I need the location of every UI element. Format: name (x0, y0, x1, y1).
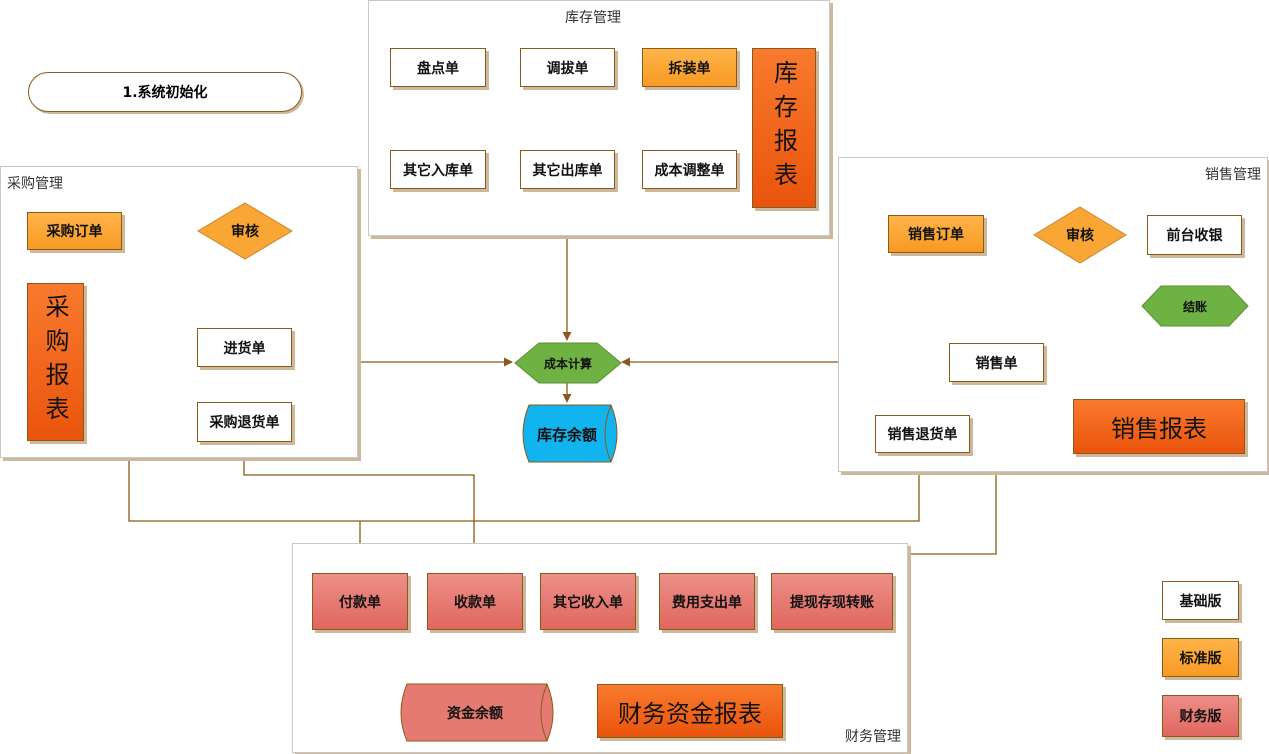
group-label-inventory: 库存管理 (565, 10, 621, 26)
node-pos-cashier[interactable]: 前台收银 (1147, 215, 1242, 255)
stock-balance-cylinder[interactable] (519, 404, 625, 464)
report-inventory[interactable]: 库存报表 (752, 48, 816, 208)
fund-balance-label: 资金余额 (447, 706, 503, 722)
checkout-label: 结账 (1182, 299, 1207, 314)
node-cost-adjust[interactable]: 成本调整单 (642, 150, 737, 189)
node-receipt[interactable]: 收款单 (427, 573, 523, 630)
node-other-income[interactable]: 其它收入单 (540, 573, 636, 630)
purchase-review-label: 审核 (231, 224, 259, 240)
sales-review-diamond[interactable] (1032, 206, 1128, 264)
node-purchase-return[interactable]: 采购退货单 (197, 402, 292, 442)
node-purchase-order[interactable]: 采购订单 (27, 212, 122, 250)
sales-review-label: 审核 (1066, 228, 1094, 244)
node-assembly[interactable]: 拆装单 (642, 48, 737, 87)
node-stocktake[interactable]: 盘点单 (390, 48, 486, 87)
node-sales-order[interactable]: 销售订单 (888, 215, 984, 253)
system-init-title[interactable]: 1.系统初始化 (28, 72, 302, 112)
checkout-hexagon[interactable] (1141, 285, 1249, 327)
node-payment[interactable]: 付款单 (312, 573, 408, 630)
legend-finance: 财务版 (1162, 695, 1239, 737)
cost-calc-label: 成本计算 (543, 356, 592, 371)
legend-standard: 标准版 (1162, 638, 1239, 677)
node-transfer[interactable]: 调拔单 (520, 48, 615, 87)
group-label-purchase: 采购管理 (7, 176, 63, 192)
node-other-out[interactable]: 其它出库单 (520, 150, 615, 189)
report-purchase[interactable]: 采购报表 (27, 283, 84, 441)
report-sales[interactable]: 销售报表 (1073, 399, 1245, 454)
cost-calc-hexagon[interactable] (514, 342, 622, 384)
group-label-sales: 销售管理 (1205, 167, 1261, 183)
purchase-review-diamond[interactable] (196, 202, 294, 260)
node-expense[interactable]: 费用支出单 (659, 573, 755, 630)
node-other-in[interactable]: 其它入库单 (390, 150, 486, 189)
node-sales-return[interactable]: 销售退货单 (875, 415, 970, 453)
group-label-finance: 财务管理 (845, 729, 901, 745)
report-finance[interactable]: 财务资金报表 (597, 684, 783, 738)
stock-balance-label: 库存余额 (536, 425, 597, 444)
node-purchase-receipt[interactable]: 进货单 (197, 328, 292, 367)
legend-basic: 基础版 (1162, 581, 1239, 620)
fund-balance-cylinder[interactable] (397, 683, 561, 743)
node-cash-transfer[interactable]: 提现存现转账 (771, 573, 893, 630)
node-sales-slip[interactable]: 销售单 (949, 343, 1044, 382)
